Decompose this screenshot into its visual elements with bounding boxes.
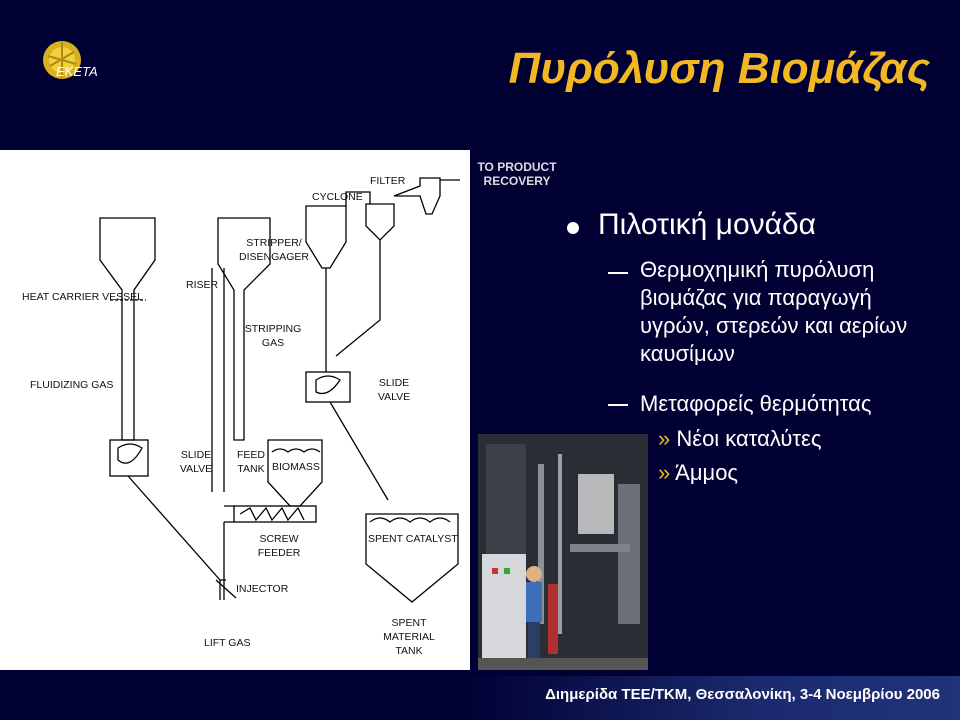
label-stripper: STRIPPER/ DISENGAGER: [238, 237, 309, 263]
logo-text: ΕΚΕΤΑ: [56, 64, 98, 79]
sub-marker: »: [658, 426, 671, 451]
pilot-plant-photo: [478, 434, 648, 670]
label-heat-carrier-vessel: HEAT CARRIER VESSEL: [22, 291, 143, 303]
label-slide-valve-right: SLIDE VALVE: [377, 377, 411, 403]
label-riser: RISER: [186, 279, 219, 291]
sub-marker: »: [658, 460, 671, 485]
label-to-product: TO PRODUCT RECOVERY: [477, 160, 557, 188]
label-filter: FILTER: [370, 175, 406, 187]
label-feed-tank: FEED TANK: [236, 449, 265, 475]
emblem-icon: [43, 41, 81, 79]
process-diagram: HEAT CARRIER VESSEL FLUIDIZING GAS RISER…: [0, 150, 557, 670]
label-injector: INJECTOR: [236, 583, 289, 595]
label-fluidizing-gas: FLUIDIZING GAS: [30, 379, 114, 391]
sub-item-1-text: Νέοι καταλύτες: [676, 426, 822, 451]
screw-feeder-shape: [233, 505, 317, 523]
bullet-item-1: Θερμοχημική πυρόλυση βιομάζας για παραγω…: [640, 257, 908, 366]
bullet-dot: [567, 222, 579, 234]
sub-item-1: » Νέοι καταλύτες: [658, 426, 821, 452]
bullet-item-2: Μεταφορείς θερμότητας: [640, 391, 872, 416]
label-biomass: BIOMASS: [272, 461, 320, 473]
label-slide-valve-left: SLIDE VALVE: [179, 449, 213, 475]
label-stripping-gas: STRIPPING GAS: [244, 323, 302, 349]
riser-shape: [211, 268, 225, 492]
label-lift-gas: LIFT GAS: [204, 637, 251, 649]
cyclone-shape: [305, 205, 347, 269]
label-spent-catalyst: SPENT CATALYST: [368, 533, 458, 545]
label-screw-feeder: SCREW FEEDER: [257, 533, 301, 559]
diagram-drawing: [99, 177, 460, 603]
sub-item-2: » Άμμος: [658, 460, 738, 486]
filter-shape: [365, 203, 395, 241]
heat-carrier-vessel-shape: [99, 217, 156, 441]
stripper-shape: [217, 217, 271, 441]
spent-material-tank-shape: [365, 513, 459, 603]
sub-item-2-text: Άμμος: [675, 460, 739, 485]
dash-marker: [608, 272, 628, 274]
dash-marker: [608, 404, 628, 406]
footer-text: Διημερίδα ΤΕΕ/ΤΚΜ, Θεσσαλονίκη, 3-4 Νοεμ…: [545, 686, 940, 703]
page-title: Πυρόλυση Βιομάζας: [508, 44, 930, 93]
bullet-main: Πιλοτική μονάδα: [598, 208, 817, 241]
label-cyclone: CYCLONE: [312, 191, 363, 203]
footer-bar: [456, 676, 960, 720]
label-spent-material-tank: SPENT MATERIAL TANK: [383, 617, 435, 657]
